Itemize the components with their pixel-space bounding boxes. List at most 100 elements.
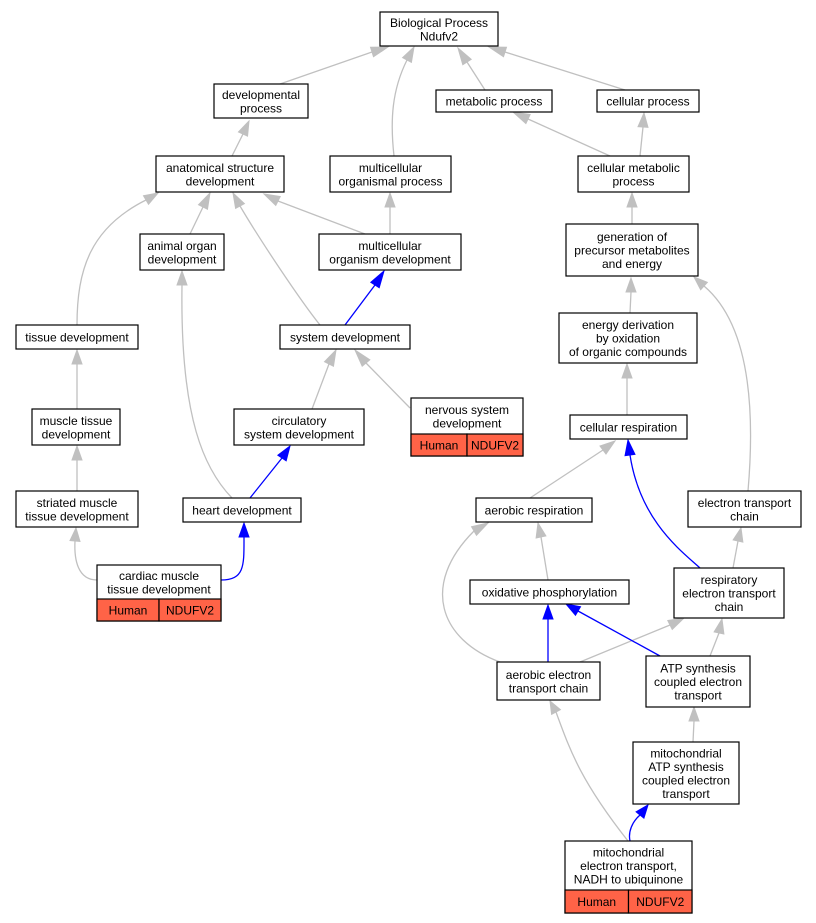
node-label: generation of bbox=[597, 230, 668, 244]
gene-cell bbox=[158, 598, 222, 622]
node-label: electron transport bbox=[698, 496, 792, 510]
node-label: chain bbox=[730, 509, 759, 523]
node-cellresp[interactable]: cellular respiration bbox=[569, 414, 688, 440]
edge-line bbox=[529, 449, 604, 499]
arrowhead-icon bbox=[635, 803, 649, 819]
node-metab[interactable]: metabolic process bbox=[435, 89, 553, 113]
edge-nervous-to-sysdev bbox=[353, 348, 411, 409]
node-label: aerobic respiration bbox=[485, 504, 584, 518]
edge-etc-to-genprec bbox=[692, 276, 752, 492]
gene-cell bbox=[466, 433, 524, 457]
node-label: animal organ bbox=[147, 239, 216, 253]
node-box bbox=[475, 497, 593, 523]
node-label: muscle tissue bbox=[40, 414, 113, 428]
node-label: cellular respiration bbox=[580, 421, 677, 435]
node-label: heart development bbox=[192, 504, 292, 518]
edge-line bbox=[391, 59, 408, 157]
node-label: Ndufv2 bbox=[420, 29, 458, 43]
arrowhead-icon bbox=[197, 191, 211, 210]
edge-aetc-to-oxphos bbox=[542, 603, 554, 662]
edge-cellresp-to-energy bbox=[621, 362, 633, 415]
node-label: oxidative phosphorylation bbox=[482, 586, 617, 600]
arrowhead-icon bbox=[637, 111, 649, 128]
arrowhead-icon bbox=[625, 276, 637, 293]
node-tissue[interactable]: tissue development bbox=[15, 324, 139, 350]
edge-sysdev-to-multidev bbox=[344, 269, 385, 326]
edge-cardiac-to-striated bbox=[69, 526, 98, 581]
edge-mitoatp-to-atpsyn bbox=[688, 705, 700, 743]
node-box bbox=[329, 155, 452, 193]
node-label: tissue development bbox=[107, 582, 211, 596]
node-box bbox=[565, 223, 699, 277]
edge-multidev-to-anatdev bbox=[262, 193, 366, 235]
arrowhead-icon bbox=[487, 46, 508, 58]
edge-aetc-to-aerresp bbox=[441, 522, 501, 663]
edge-metab-to-root bbox=[457, 46, 486, 91]
node-label: organismal process bbox=[338, 174, 442, 188]
node-label: and energy bbox=[602, 257, 662, 271]
node-label: aerobic electron bbox=[506, 668, 591, 682]
edge-line bbox=[577, 610, 661, 657]
edge-aetc-to-retc bbox=[579, 617, 686, 663]
edge-cellmetab-to-cellproc bbox=[637, 111, 649, 157]
node-label: coupled electron bbox=[654, 675, 742, 689]
arrowhead-icon bbox=[71, 444, 83, 461]
node-label: by oxidation bbox=[596, 332, 660, 346]
node-box bbox=[15, 490, 139, 528]
edge-line bbox=[441, 530, 501, 663]
edge-anatdev-to-devproc bbox=[231, 119, 250, 157]
arrowhead-icon bbox=[549, 699, 562, 716]
arrowhead-icon bbox=[401, 45, 415, 64]
edges-layer bbox=[69, 45, 752, 842]
node-sysdev[interactable]: system development bbox=[279, 324, 411, 350]
node-label: system development bbox=[290, 331, 401, 345]
node-box bbox=[645, 655, 751, 708]
edge-line bbox=[540, 536, 549, 581]
node-label: transport bbox=[662, 787, 710, 801]
node-label: ATP synthesis bbox=[660, 662, 736, 676]
node-label: transport bbox=[674, 689, 722, 703]
edge-line bbox=[628, 814, 641, 842]
edge-tissue-to-anatdev bbox=[76, 192, 160, 326]
edge-line bbox=[555, 711, 629, 842]
edge-oxphos-to-aerresp bbox=[535, 521, 549, 581]
node-label: development bbox=[433, 416, 502, 430]
node-oxphos[interactable]: oxidative phosphorylation bbox=[469, 579, 630, 605]
edge-multidev-to-multiorg bbox=[384, 191, 396, 234]
node-box bbox=[569, 414, 688, 440]
node-label: electron transport, bbox=[580, 859, 677, 873]
edge-atpsyn-to-oxphos bbox=[564, 603, 661, 657]
edge-line bbox=[279, 51, 373, 85]
edge-line bbox=[277, 200, 366, 235]
node-label: process bbox=[612, 174, 654, 188]
arrowhead-icon bbox=[232, 191, 246, 210]
arrowhead-icon bbox=[621, 362, 633, 379]
node-aerresp[interactable]: aerobic respiration bbox=[475, 497, 593, 523]
node-heart[interactable]: heart development bbox=[182, 497, 302, 523]
arrowhead-icon bbox=[470, 522, 490, 537]
edge-nadh-to-mitoatp bbox=[628, 803, 649, 842]
node-cellproc[interactable]: cellular process bbox=[596, 89, 700, 113]
